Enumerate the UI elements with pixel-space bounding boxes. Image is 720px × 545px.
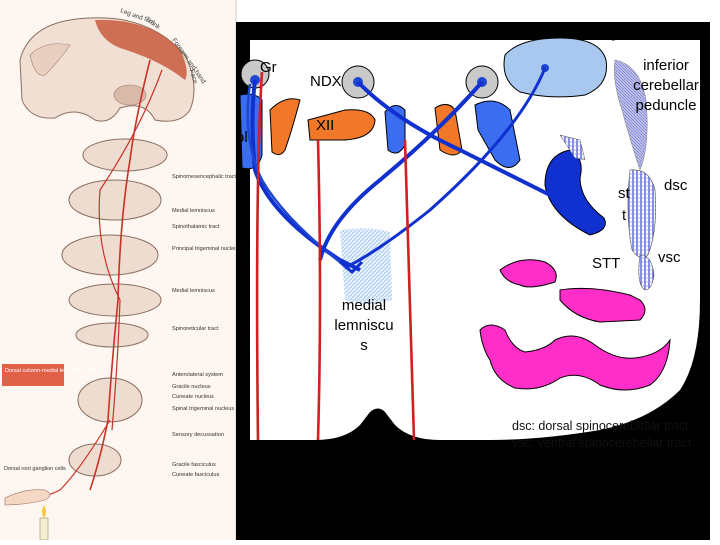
left-textbook-figure: Leg and foot Trunk Forearm and hand Face…	[0, 0, 273, 541]
red-tract-left	[255, 71, 264, 441]
ndx-label: NDX	[310, 73, 342, 90]
ascending-tract-line-2	[98, 69, 163, 431]
xii-label: XII	[316, 117, 334, 134]
s-label: s	[360, 337, 368, 354]
side-label: Cuneate fasciculus	[172, 472, 219, 478]
somatotopy-label: Face	[188, 69, 199, 85]
side-label: Anterolateral system	[172, 372, 223, 378]
peduncle-label: peduncle	[636, 97, 697, 114]
side-label: Gracile fasciculus	[172, 462, 216, 468]
ml-fiber-left-2	[246, 83, 346, 267]
candle-illustration	[39, 517, 49, 541]
tract-definitions: dsc: dorsal spinocerebellar tract vsc: v…	[512, 418, 712, 452]
side-label: Spinomesencephalic tract	[172, 174, 236, 180]
peduncle-fiber	[344, 67, 547, 270]
vsc-hatched-tract	[638, 254, 655, 291]
dorsal-root-entry-zone	[614, 59, 648, 171]
midbrain-section	[82, 138, 168, 172]
vsc-label: vsc	[658, 249, 681, 266]
cerebellar-peduncle-blob	[503, 37, 608, 98]
crossing-fiber-left	[318, 80, 484, 261]
flame-illustration	[42, 505, 46, 518]
side-label: Principal trigeminal nucleus	[172, 246, 240, 252]
sol-label: ol	[236, 129, 248, 146]
side-label: Cuneate nucleus	[172, 394, 214, 400]
legend-label: Dorsal column-medial lemniscal system	[5, 368, 102, 374]
cortex-highlight	[95, 19, 187, 80]
pons-section	[68, 179, 162, 221]
legend-box	[2, 364, 64, 386]
dsc-label: dsc	[664, 177, 688, 194]
side-label: Medial lemniscus	[172, 208, 215, 214]
side-label: Spinal trigeminal nucleus (N.V) and trac…	[172, 406, 273, 412]
orange-nucleus-left	[269, 98, 301, 156]
ndx-note-label: NDX: dorsal vagus nucleus	[526, 27, 677, 41]
upper-medulla-section	[61, 234, 159, 276]
cerebellar-label: cerebellar	[633, 77, 699, 94]
side-label: Gracile nucleus	[172, 384, 211, 390]
ganglion-label: Dorsal root ganglion cells	[4, 466, 66, 472]
dsc-definition: dsc: dorsal spinocerebellar tract	[512, 419, 689, 433]
stt-hatched-small	[559, 134, 586, 161]
dsc-hatched-tract	[627, 169, 656, 258]
crossing-fiber-right	[356, 80, 561, 202]
lemniscu-label: lemniscu	[334, 317, 393, 334]
xii-nucleus-left	[307, 109, 376, 141]
red-tract-mid-right	[403, 139, 416, 441]
side-label: Sensory decussation	[172, 432, 224, 438]
red-tract-mid-left	[316, 139, 322, 441]
brain-gyrus	[29, 43, 71, 76]
olive-top-right	[559, 287, 646, 323]
olive-small-top	[499, 259, 557, 288]
thalamus-shape	[113, 84, 147, 106]
caudal-medulla-section	[75, 322, 149, 348]
spinal-trigeminal-crescent	[544, 149, 606, 236]
inferior-label: inferior	[643, 57, 689, 74]
vsc-definition: vsc: ventral spinocerebellar tract	[512, 436, 692, 450]
gr-label: Gr	[260, 59, 277, 76]
stt-label: STT	[592, 255, 620, 272]
side-label: Medial lemniscus	[172, 288, 215, 294]
side-label: Spinoreticular tract	[172, 326, 219, 332]
medial-label: medial	[342, 297, 386, 314]
side-label: Spinothalamic tract	[172, 224, 220, 230]
side-labels: Spinomesencephalic tract Medial lemniscu…	[172, 174, 273, 478]
inferior-olive-main	[479, 324, 671, 391]
medulla-diagram: NDX: dorsal vagus nucleus Gr NDX XII ol …	[236, 22, 710, 540]
st-label: st	[618, 185, 631, 202]
ml-decussation-arrow	[339, 260, 364, 275]
blue-nucleus-right	[474, 100, 521, 168]
t-label: t	[622, 207, 627, 224]
hand-illustration	[4, 489, 51, 506]
medulla-section	[68, 283, 162, 317]
